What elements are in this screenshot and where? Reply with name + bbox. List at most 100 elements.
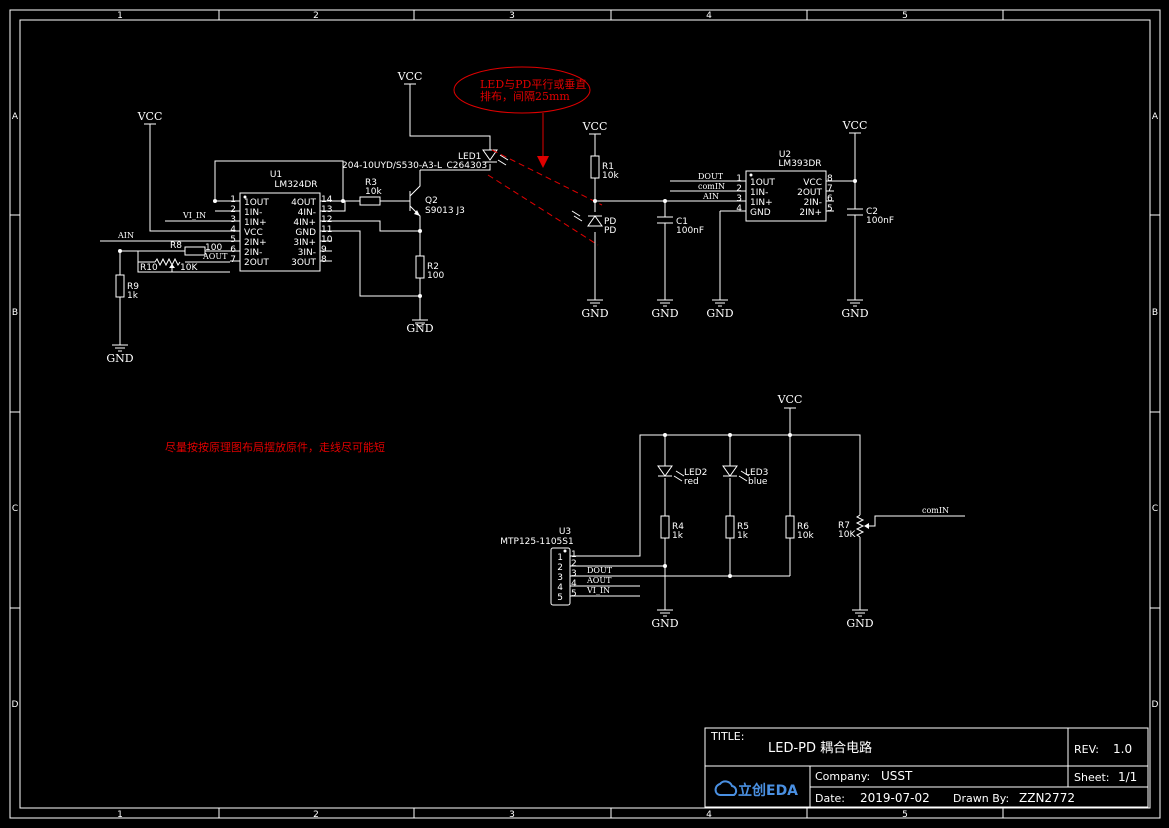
u3-part: MTP125-1105S1 xyxy=(500,537,573,547)
r6-value: 10k xyxy=(797,531,814,541)
gnd-label: GND xyxy=(106,352,133,365)
gnd-label: GND xyxy=(706,307,733,320)
row-label: D xyxy=(12,700,19,710)
u3-connector[interactable]: U3 MTP125-1105S1 1 2 3 4 5 1 2 3 4 5 xyxy=(500,527,577,606)
company-label: Company: xyxy=(815,770,870,783)
pin-number: 1 xyxy=(571,550,577,560)
company-value: USST xyxy=(881,769,913,783)
pin-number: 5 xyxy=(230,235,236,245)
r5-body[interactable] xyxy=(725,515,735,539)
net-comin-label: comIN xyxy=(922,506,949,515)
net-dout-label: DOUT xyxy=(698,172,724,181)
vcc-label: VCC xyxy=(777,393,803,406)
pin-name: 4IN- xyxy=(298,208,316,218)
r4-body[interactable] xyxy=(660,515,670,539)
r7-potentiometer[interactable]: R7 10K comIN xyxy=(838,506,965,610)
r6-ref: R6 xyxy=(797,522,809,532)
bottom-wiring: DOUT AOUT VI_IN xyxy=(570,408,861,597)
pin-name: VCC xyxy=(803,178,822,188)
led1-ref: LED1 xyxy=(458,152,481,162)
col-label: 1 xyxy=(117,11,123,21)
r5-ref: R5 xyxy=(737,522,749,532)
q2-transistor[interactable]: Q2 S9013 J3 xyxy=(409,170,465,231)
pin-number: 8 xyxy=(321,255,327,265)
u1-wiring: VI_IN AIN R8 100 R9 1k R10 10K AOUT R3 1… xyxy=(100,124,422,345)
date-label: Date: xyxy=(815,792,845,805)
pin-name: 2IN- xyxy=(244,248,262,258)
row-label: D xyxy=(1152,700,1159,710)
led2-value: red xyxy=(684,477,699,487)
pin-number: 2 xyxy=(736,184,742,194)
pin-name: 2OUT xyxy=(244,258,269,268)
col-label: 5 xyxy=(902,11,908,21)
gnd-symbols: GND GND GND GND GND GND GND GND xyxy=(106,299,874,630)
pin-number: 3 xyxy=(571,569,577,579)
pin-number: 9 xyxy=(321,245,327,255)
row-label: C xyxy=(1152,504,1158,514)
logo-text: 立创EDA xyxy=(738,782,798,799)
pin-name: GND xyxy=(750,208,771,218)
net-vi-in-label: VI_IN xyxy=(182,211,206,220)
net-ain-label: AIN xyxy=(117,231,134,240)
c2-capacitor[interactable]: C2 100nF xyxy=(847,133,894,300)
pin-name: 3IN- xyxy=(298,248,316,258)
date-value: 2019-07-02 xyxy=(860,791,930,805)
pin-number: 5 xyxy=(827,204,833,214)
r3-body[interactable] xyxy=(359,196,381,206)
u1-right-pins: 4OUT 4IN- 4IN+ GND 3IN+ 3IN- 3OUT 14 13 … xyxy=(291,195,333,268)
pin-number: 2 xyxy=(230,205,236,215)
r8-ref: R8 xyxy=(170,241,182,251)
r9-body[interactable] xyxy=(115,274,125,298)
pin-number: 12 xyxy=(321,215,332,225)
u1-opamp[interactable]: U1 LM324DR 1OUT 1IN- 1IN+ VCC 2IN+ 2IN- … xyxy=(230,170,333,272)
c1-capacitor[interactable]: C1 100nF xyxy=(595,199,740,300)
frame-row-labels: A B C D A B C D xyxy=(12,112,1159,710)
u2-part: LM393DR xyxy=(778,159,821,169)
led1[interactable]: LED1 204-10UYD/S530-A3-L_C264303 xyxy=(342,84,509,171)
r6-resistor[interactable]: R6 10k xyxy=(785,435,814,576)
rev-value: 1.0 xyxy=(1113,742,1132,756)
r8-body[interactable] xyxy=(184,246,206,256)
pin-name: 1IN+ xyxy=(244,218,267,228)
pin-name: 3OUT xyxy=(291,258,316,268)
row-label: B xyxy=(1152,308,1158,318)
u2-comparator[interactable]: U2 LM393DR 1OUT 1IN- 1IN+ GND VCC 2OUT 2… xyxy=(670,150,855,300)
sheet-value: 1/1 xyxy=(1118,770,1137,784)
r10-body[interactable] xyxy=(154,257,181,267)
pin-number: 6 xyxy=(230,245,236,255)
net-aout-label: AOUT xyxy=(202,252,228,261)
r7-ref: R7 xyxy=(838,521,850,531)
col-label: 1 xyxy=(117,810,123,820)
r5-value: 1k xyxy=(737,531,749,541)
col-label: 4 xyxy=(706,11,712,21)
c2-value: 100nF xyxy=(866,216,894,226)
vcc-label: VCC xyxy=(397,70,423,83)
r1-value: 10k xyxy=(602,171,619,181)
c1-value: 100nF xyxy=(676,226,704,236)
led3[interactable]: LED3 blue R5 1k xyxy=(722,435,768,576)
drawn-by-value: ZZN2772 xyxy=(1019,791,1075,805)
net-dout-label: DOUT xyxy=(587,566,613,575)
r9-value: 1k xyxy=(127,291,139,301)
net-vi-in-label: VI_IN xyxy=(586,586,610,595)
pin-name: 3IN+ xyxy=(293,238,316,248)
led2[interactable]: LED2 red R4 1k xyxy=(657,435,707,610)
pin-name: VCC xyxy=(244,228,263,238)
r1-body[interactable] xyxy=(590,155,600,179)
col-label: 4 xyxy=(706,810,712,820)
optical-path-lines xyxy=(487,149,603,246)
r2-resistor[interactable]: R2 100 xyxy=(415,231,444,320)
vcc-label: VCC xyxy=(842,119,868,132)
drawn-by-label: Drawn By: xyxy=(953,792,1009,805)
drawing-title: LED-PD 耦合电路 xyxy=(768,740,872,756)
gnd-label: GND xyxy=(651,307,678,320)
pin-name: 1IN- xyxy=(750,188,768,198)
gnd-label: GND xyxy=(841,307,868,320)
r10-value: 10K xyxy=(180,263,198,273)
pd-photodiode[interactable]: R1 10k PD PD xyxy=(571,134,619,300)
pin-number: 3 xyxy=(230,215,236,225)
pin-name: 1OUT xyxy=(750,178,775,188)
r1-ref: R1 xyxy=(602,162,614,172)
col-label: 5 xyxy=(902,810,908,820)
